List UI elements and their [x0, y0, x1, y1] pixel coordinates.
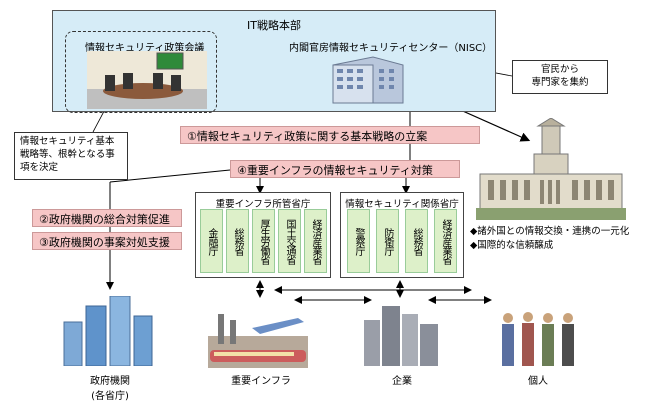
ministry-box: 金融庁 [200, 209, 223, 273]
policy-gov-measures: ②政府機関の総合対策促進 [32, 209, 182, 227]
policy-basic-strategy: ①情報セキュリティ政策に関する基本戦略の立案 [180, 126, 480, 144]
expert-callout: 官民から 専門家を集約 [512, 60, 608, 94]
ministry-box: 厚生労働省 [252, 209, 275, 273]
decision-callout-line: 情報セキュリティ基本 [20, 136, 115, 147]
infra-ministries-title: 重要インフラ所管省庁 [215, 199, 311, 210]
company-label: 企業 [392, 376, 412, 387]
gov-agencies-label-line: 政府機関 [90, 376, 130, 387]
policy-gov-incident-support: ③政府機関の事案対処支援 [32, 232, 182, 250]
policy-council-label: 情報セキュリティ政策会議 [85, 43, 205, 54]
decision-callout-line: 戦略等、根幹となる事 [20, 148, 115, 160]
decision-callout-line: 項を決定 [20, 161, 59, 173]
critical-infra-icon [208, 314, 308, 368]
gov-agencies-label: 政府機関 (各省庁) [70, 372, 150, 402]
policy-critical-infra: ④重要インフラの情報セキュリティ対策 [230, 160, 460, 178]
nisc-label: 内閣官房情報セキュリティセンター（NISC） [289, 43, 493, 54]
ministry-box: 経済産業省 [304, 209, 327, 273]
intl-exchange-bullet: ◆諸外国との情報交換・連携の一元化 [470, 226, 630, 237]
policy-council-box [65, 31, 217, 113]
ministry-box: 経済産業省 [434, 209, 457, 273]
gov-agencies-label-line: (各省庁) [91, 391, 129, 402]
ministry-box: 国土交通省 [278, 209, 301, 273]
critical-infra-label: 重要インフラ [231, 376, 291, 387]
nisc-building-icon [332, 56, 404, 104]
gov-agencies-building-icon [63, 296, 153, 366]
expert-callout-line: 専門家を集約 [531, 76, 589, 88]
decision-callout: 情報セキュリティ基本 戦略等、根幹となる事 項を決定 [14, 132, 128, 180]
intl-trust-bullet: ◆国際的な信頼醸成 [470, 240, 554, 251]
security-ministries-group: 情報セキュリティ関係省庁 警察庁 防衛庁 総務省 経済産業省 [340, 192, 464, 278]
individuals-label: 個人 [528, 376, 548, 387]
it-strategy-hq-box: IT戦略本部 情報セキュリティ政策会議 内閣官房情報セキュリティセンター（NIS… [52, 10, 496, 113]
ministry-box: 防衛庁 [376, 209, 399, 273]
infra-ministries-group: 重要インフラ所管省庁 金融庁 総務省 厚生労働省 国土交通省 経済産業省 [195, 192, 331, 278]
hq-title: IT戦略本部 [247, 19, 301, 32]
expert-callout-line: 官民から [540, 64, 579, 75]
individuals-icon [502, 312, 574, 366]
meeting-room-illustration [87, 51, 207, 109]
ministry-box: 警察庁 [347, 209, 370, 273]
parliament-building-icon [476, 118, 626, 220]
ministry-box: 総務省 [405, 209, 428, 273]
security-ministries-title: 情報セキュリティ関係省庁 [345, 199, 459, 210]
ministry-box: 総務省 [226, 209, 249, 273]
company-buildings-icon [364, 306, 438, 366]
